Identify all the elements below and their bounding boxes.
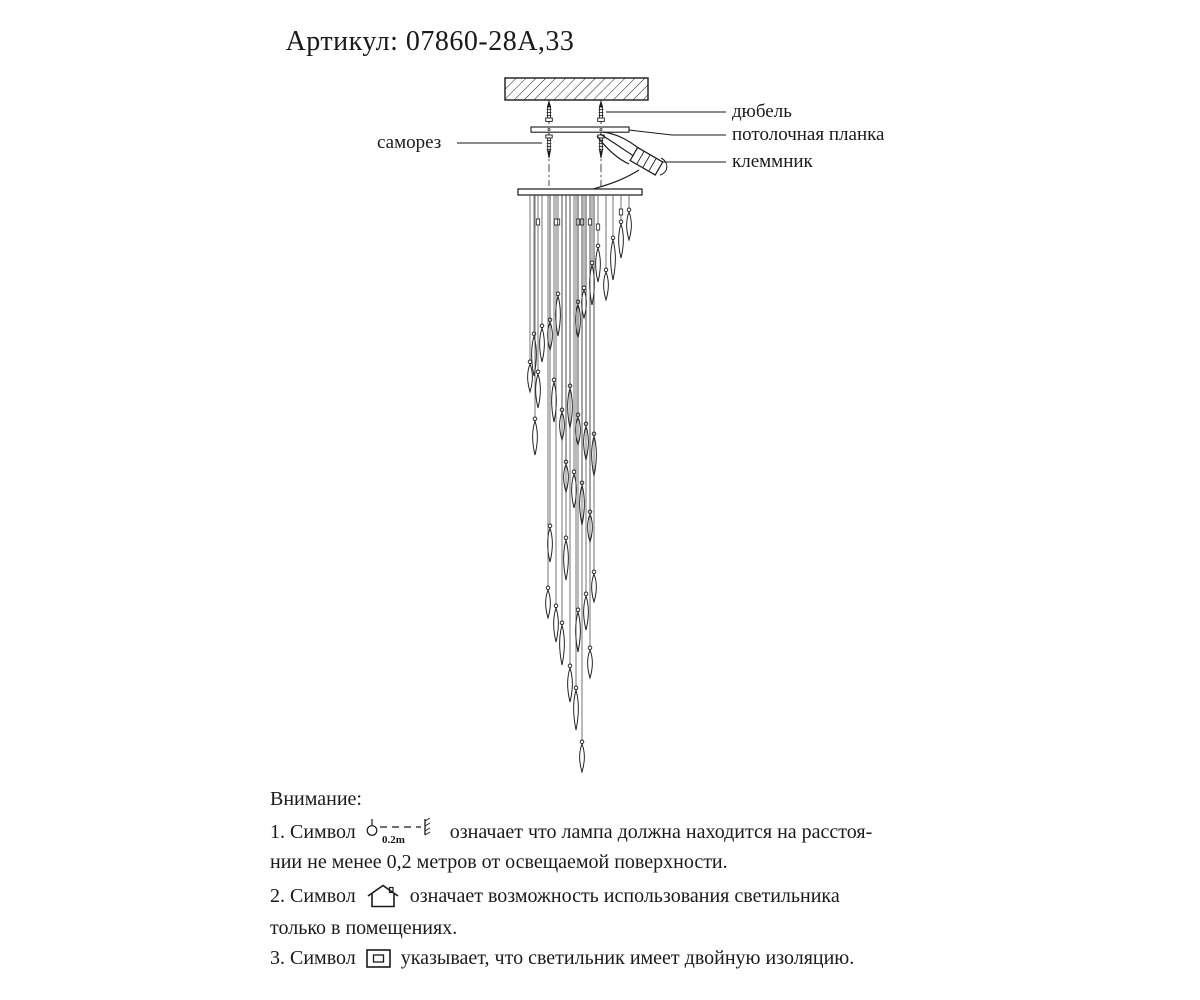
callout-dyubel: дюбель	[732, 101, 792, 122]
pendant-drop	[535, 195, 541, 409]
callout-samorez: саморез	[377, 132, 442, 153]
pendant-drop	[626, 195, 632, 242]
dowel-screws	[545, 99, 605, 122]
pendant-drop	[555, 195, 561, 337]
pendant-drop	[547, 195, 553, 563]
pendant-drop	[527, 195, 533, 394]
bar-hole	[599, 128, 603, 132]
pendant-drop	[581, 195, 587, 320]
pendant-drop	[571, 195, 577, 509]
pendant-drop	[583, 195, 589, 631]
pendant-drop	[589, 195, 595, 306]
min-distance-symbol-icon: 0.2m	[366, 817, 430, 846]
note-2-line-2: только в помещениях.	[270, 917, 458, 939]
note-2-prefix: 2. Символ	[270, 885, 356, 907]
pendant-drop	[567, 195, 573, 703]
cascade-drops	[527, 195, 632, 774]
note-1-prefix: 1. Символ	[270, 821, 356, 843]
ceiling-bar	[530, 126, 630, 133]
note-2-text: означает возможность использования свети…	[409, 885, 840, 907]
callout-planka: потолочная планка	[732, 124, 885, 145]
bar-hole	[547, 128, 551, 132]
terminal-block	[629, 146, 664, 176]
callout-klemmnik: клеммник	[732, 151, 813, 172]
leader-lines	[457, 111, 726, 163]
note-3-line-1: 3. Символ указывает, что светильник имее…	[270, 945, 854, 971]
canopy-plate	[517, 188, 643, 196]
pendant-drop	[587, 195, 593, 680]
pendant-drop	[595, 195, 601, 283]
pendant-drop	[531, 195, 537, 377]
notes-heading: Внимание:	[270, 788, 362, 810]
note-3-prefix: 3. Символ	[270, 947, 356, 969]
pendant-drop	[603, 195, 609, 302]
planka-leader	[628, 129, 726, 136]
note-1-line-1: 1. Символ 0.2m означает что лампа должна…	[270, 817, 872, 847]
note-1-text: означает что лампа должна находится на р…	[449, 821, 873, 843]
pendant-drop	[573, 195, 579, 731]
pendant-drop	[618, 195, 624, 259]
pendant-drop	[579, 195, 585, 774]
pendant-drop	[539, 195, 545, 363]
article-title: Артикул: 07860-28А,33	[285, 26, 575, 57]
ceiling-block	[504, 77, 649, 101]
distance-value: 0.2m	[382, 834, 405, 846]
pendant-drop	[545, 195, 551, 620]
note-2-line-1: 2. Символ означает возможность использов…	[270, 883, 840, 909]
indoor-use-symbol-icon	[367, 884, 399, 908]
pendant-drop	[553, 195, 559, 643]
center-axis-lines	[548, 100, 602, 186]
pendant-drop	[559, 195, 565, 666]
pendant-drop	[532, 195, 538, 456]
double-insulation-symbol-icon	[365, 948, 391, 968]
pendant-drop	[610, 195, 616, 281]
pendant-drop	[563, 195, 569, 581]
note-1-line-2: нии не менее 0,2 метров от освещаемой по…	[270, 851, 728, 873]
pendant-drop	[591, 195, 597, 604]
note-3-text: указывает, что светильник имеет двойную …	[400, 947, 855, 969]
self-tapping-screws	[545, 134, 605, 159]
